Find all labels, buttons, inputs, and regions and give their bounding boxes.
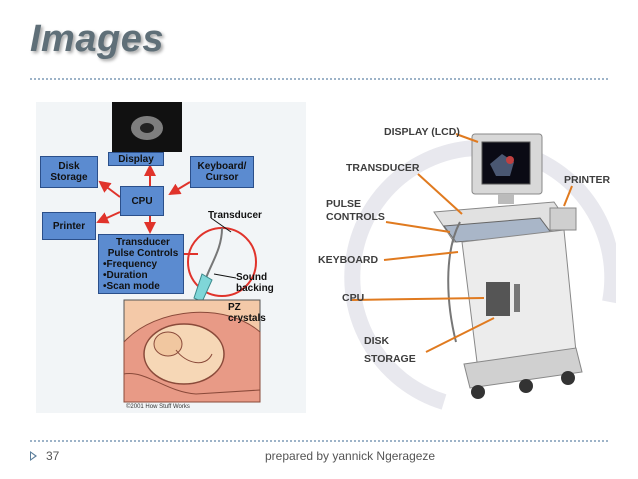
printer-label: PRINTER	[564, 174, 611, 186]
transducer-controls-title: Transducer Pulse Controls	[107, 236, 179, 259]
ultrasound-machine-photo: DISPLAY (LCD) TRANSDUCER PRINTER PULSE C…	[314, 102, 616, 413]
display-label: Display	[118, 153, 154, 165]
disk-storage-label: Disk Storage	[50, 161, 88, 183]
keyboard-label: Keyboard/ Cursor	[197, 161, 247, 183]
keyboard-label: KEYBOARD	[318, 254, 379, 266]
machine-illustration	[344, 133, 616, 410]
transducer-controls-box: Transducer Pulse Controls •Frequency •Du…	[98, 234, 184, 294]
page-number: 37	[46, 449, 60, 463]
cpu-label: CPU	[131, 195, 153, 207]
disk-storage-label: DISK STORAGE	[364, 335, 416, 365]
printer-label: Printer	[52, 220, 86, 232]
diagram-arrows	[96, 102, 261, 403]
ultrasound-block-diagram: Display Disk Storage Keyboard/ Cursor CP…	[36, 102, 306, 413]
footer-credit: prepared by yannick Ngerageze	[265, 449, 436, 463]
copyright-text: ©2001 How Stuff Works	[126, 404, 190, 410]
keyboard-box: Keyboard/ Cursor	[190, 156, 254, 188]
pulse-controls-label: PULSE CONTROLS	[326, 198, 385, 223]
transducer-annotation: Transducer	[208, 210, 262, 221]
sound-backing-annotation: Sound backing	[236, 272, 274, 294]
display-lcd-label: DISPLAY (LCD)	[384, 126, 460, 138]
display-box: Display	[108, 152, 164, 166]
slide-title: Images	[30, 18, 164, 60]
transducer-label: TRANSDUCER	[346, 162, 420, 174]
footer-bullet-inner	[31, 453, 35, 459]
footer-divider	[30, 440, 608, 442]
cpu-box: CPU	[120, 186, 164, 216]
printer-box: Printer	[42, 212, 96, 240]
pz-crystals-annotation: PZ crystals	[228, 302, 266, 324]
probe-icon	[193, 273, 213, 303]
cpu-label: CPU	[342, 292, 365, 304]
transducer-controls-items: •Frequency •Duration •Scan mode	[103, 258, 160, 292]
title-divider	[30, 78, 608, 80]
disk-storage-box: Disk Storage	[40, 156, 98, 188]
